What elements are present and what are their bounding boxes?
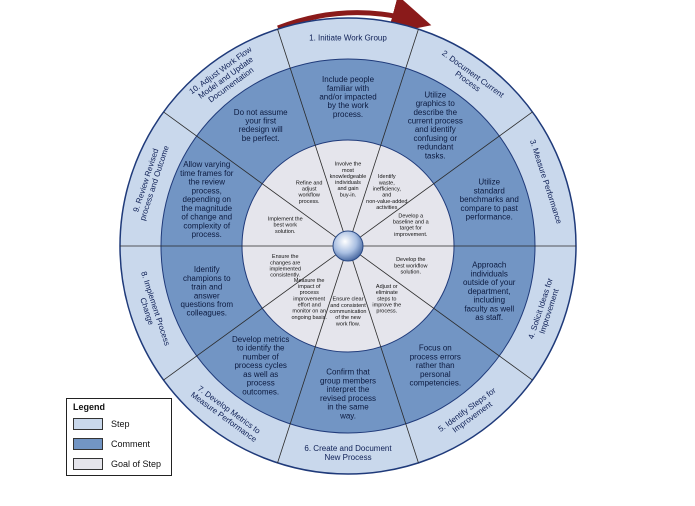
center-hub [332, 230, 364, 262]
sector-divider [359, 111, 533, 238]
sector-divider [163, 111, 337, 238]
sector-divider [352, 29, 419, 232]
legend-label-goal: Goal of Step [111, 459, 162, 469]
sector-divider [277, 260, 344, 463]
sector-divider [359, 254, 533, 381]
cycle-direction-arrow [277, 0, 432, 35]
legend-item-comment: Comment [73, 437, 150, 451]
sector-divider [277, 29, 344, 232]
legend-item-goal: Goal of Step [73, 457, 161, 471]
legend: Legend Step Comment Goal of Step [66, 398, 172, 476]
legend-label-step: Step [111, 419, 130, 429]
legend-swatch-comment [73, 438, 103, 450]
legend-label-comment: Comment [111, 439, 151, 449]
step-label-1: 1. Initiate Work Group [309, 34, 387, 43]
sector-divider [163, 254, 337, 381]
legend-item-step: Step [73, 417, 130, 431]
legend-title: Legend [73, 402, 106, 412]
sector-divider [352, 260, 419, 463]
legend-swatch-step [73, 418, 103, 430]
legend-swatch-goal [73, 458, 103, 470]
